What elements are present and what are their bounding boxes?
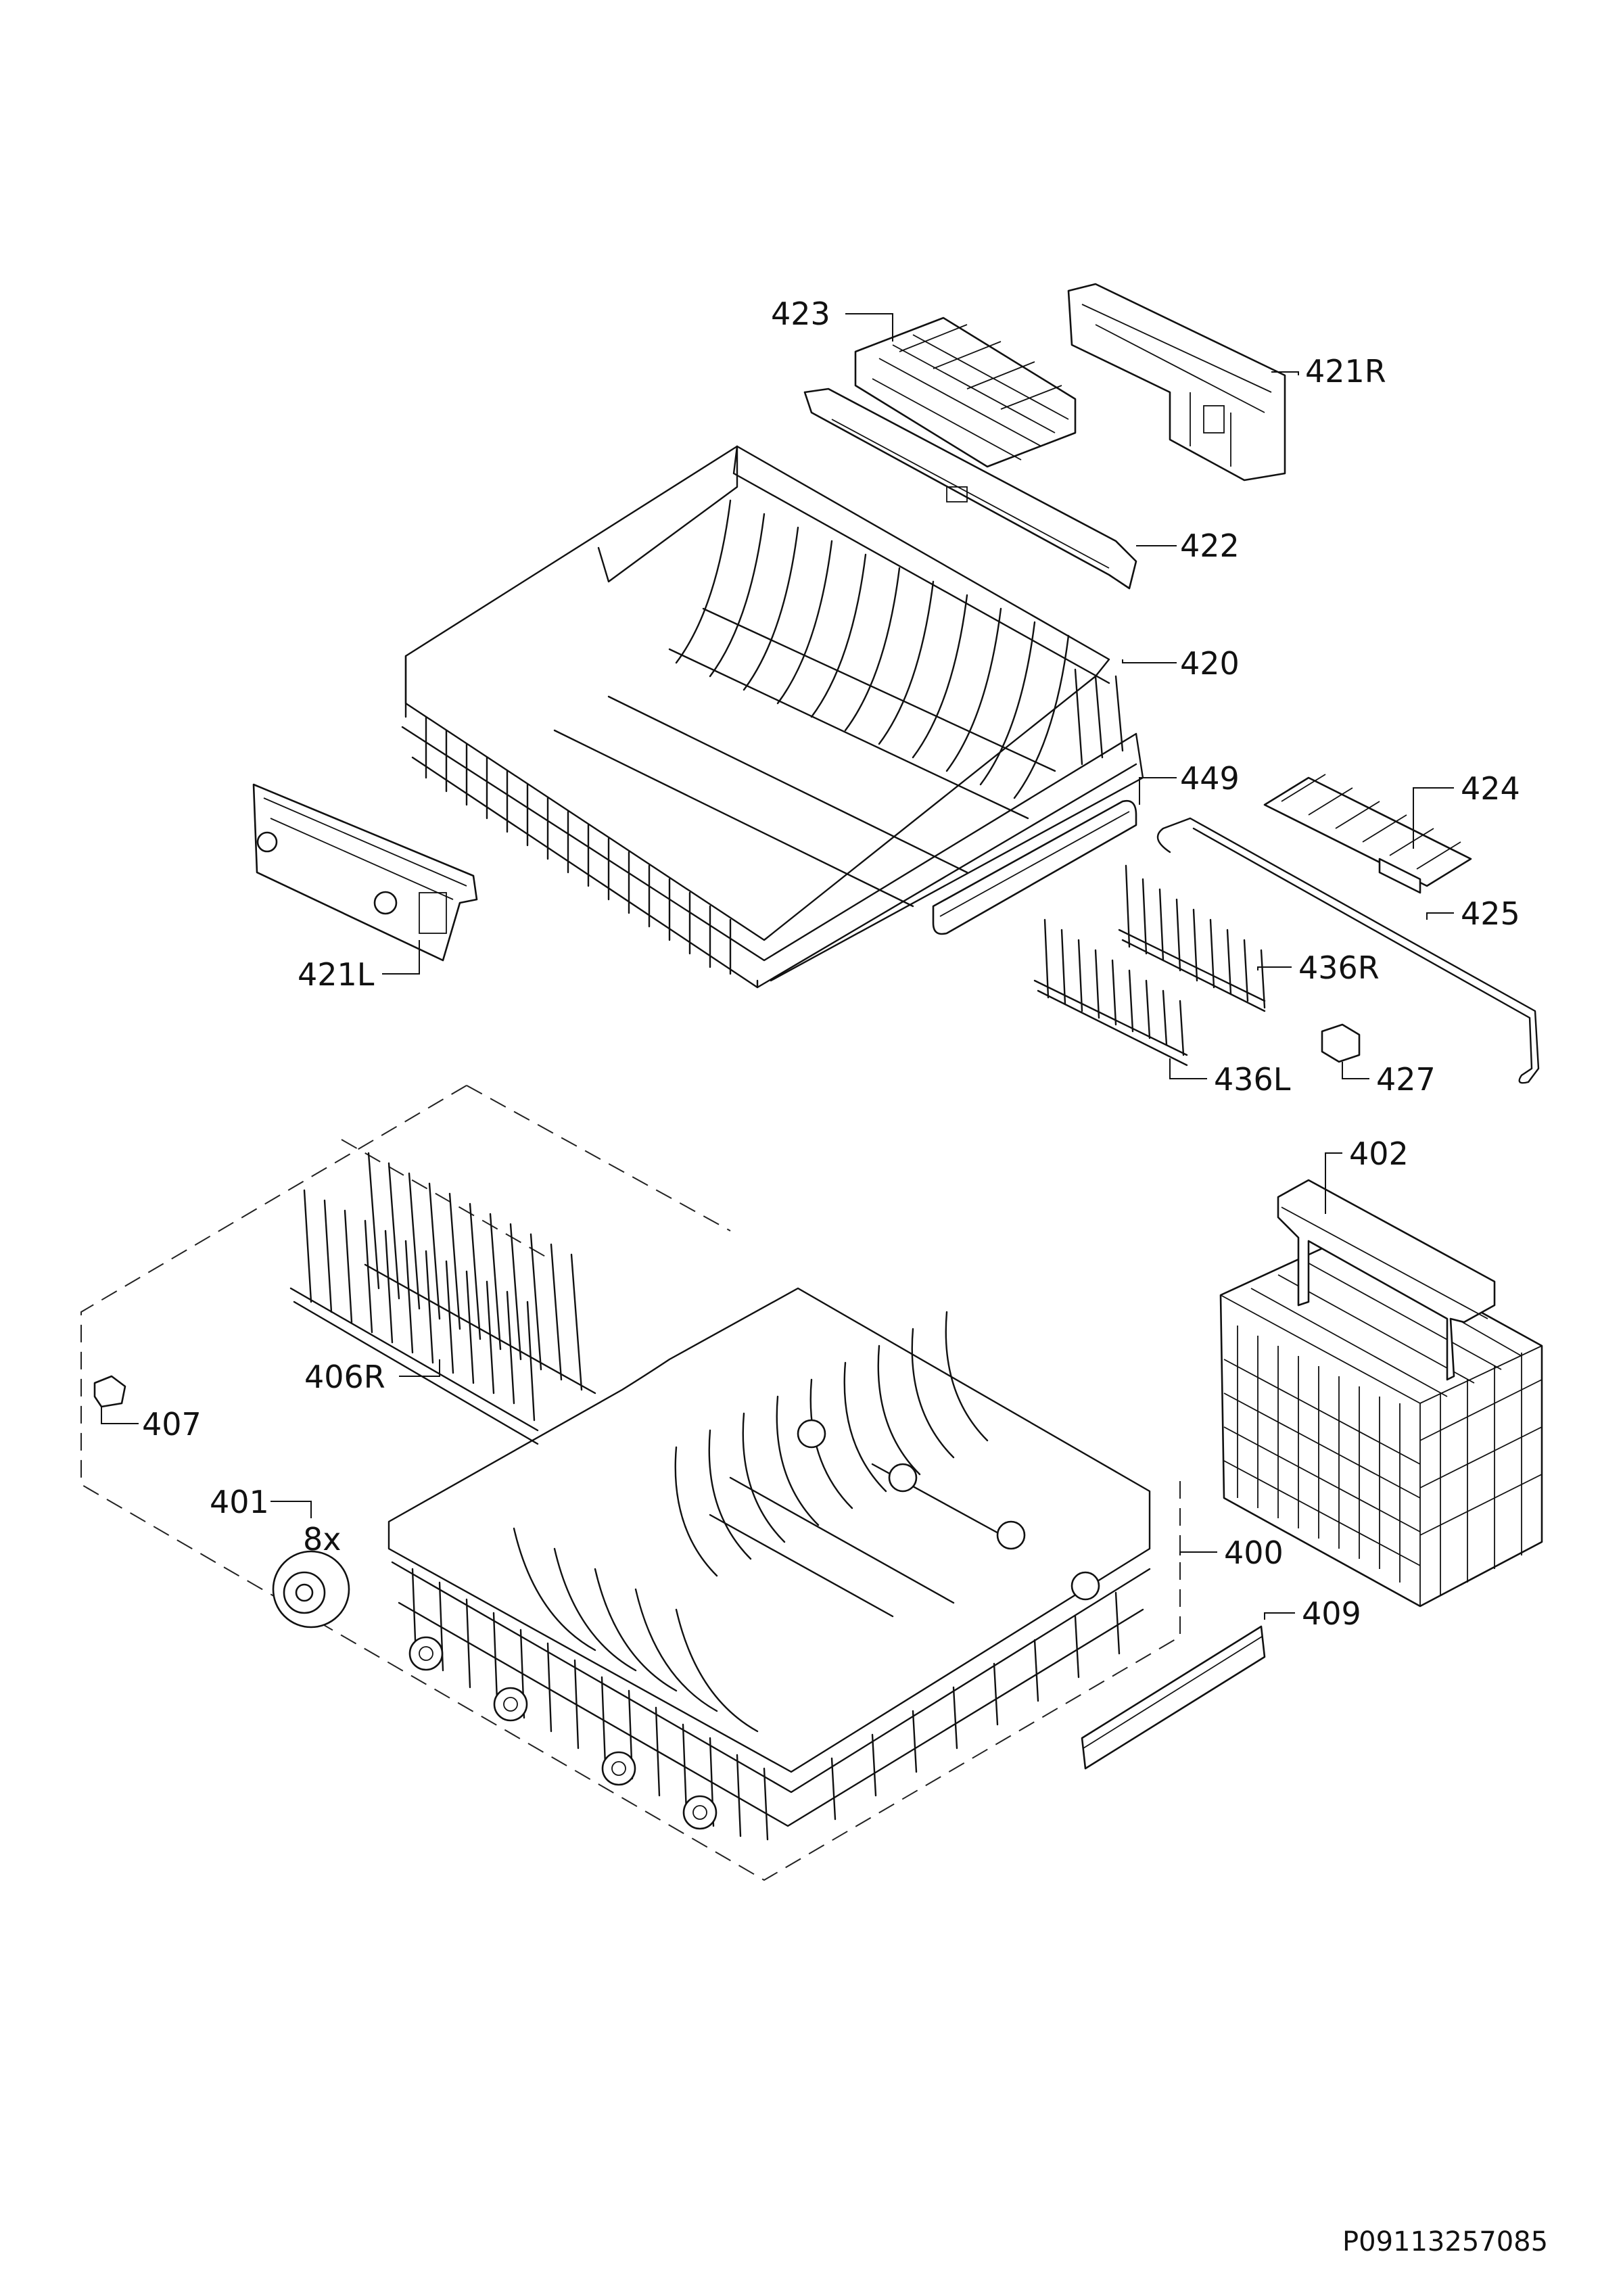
upper-basket-420 — [401, 445, 1144, 989]
callout-425: 425 — [1461, 895, 1520, 932]
clips-424 — [1263, 774, 1472, 894]
drawing-id: P09113257085 — [1342, 2226, 1548, 2257]
rod-425 — [1156, 817, 1540, 1084]
callout-436L: 436L — [1214, 1061, 1291, 1098]
callout-400: 400 — [1224, 1534, 1284, 1571]
callout-labels: 423 421R 422 420 449 424 425 436R 421L 4… — [142, 296, 1520, 1632]
callout-402: 402 — [1349, 1135, 1409, 1172]
rail-421R — [1067, 283, 1286, 482]
callout-436R: 436R — [1298, 950, 1380, 986]
callout-409: 409 — [1302, 1595, 1361, 1632]
rail-422 — [803, 388, 1137, 590]
wheel-401 — [272, 1550, 350, 1629]
callout-421L: 421L — [298, 956, 375, 993]
lower-basket-400 — [387, 1287, 1151, 1841]
tine-rack-436L — [1033, 918, 1188, 1067]
callout-407: 407 — [142, 1406, 202, 1443]
handle-449 — [932, 799, 1137, 935]
clip-427 — [1321, 1023, 1361, 1063]
tine-rack-406R — [289, 1152, 596, 1445]
callout-422: 422 — [1180, 528, 1240, 564]
callout-401: 401 — [210, 1484, 269, 1520]
callout-423: 423 — [771, 296, 830, 332]
handle-409 — [1081, 1625, 1266, 1770]
callout-421R: 421R — [1305, 353, 1386, 390]
callout-424: 424 — [1461, 770, 1520, 807]
rail-421L — [252, 783, 478, 962]
clip-407 — [93, 1375, 126, 1408]
callout-420: 420 — [1180, 645, 1240, 682]
callout-406R: 406R — [304, 1359, 385, 1395]
leader-lines — [101, 313, 1454, 1620]
callout-401-quantity: 8x — [303, 1521, 342, 1557]
insert-423 — [854, 317, 1077, 468]
cutlery-basket-402 — [1219, 1179, 1543, 1608]
callout-449: 449 — [1180, 760, 1240, 797]
lower-assembly-outline — [80, 1085, 1181, 1881]
callout-427: 427 — [1376, 1061, 1436, 1098]
tine-rack-436R — [1118, 864, 1266, 1012]
